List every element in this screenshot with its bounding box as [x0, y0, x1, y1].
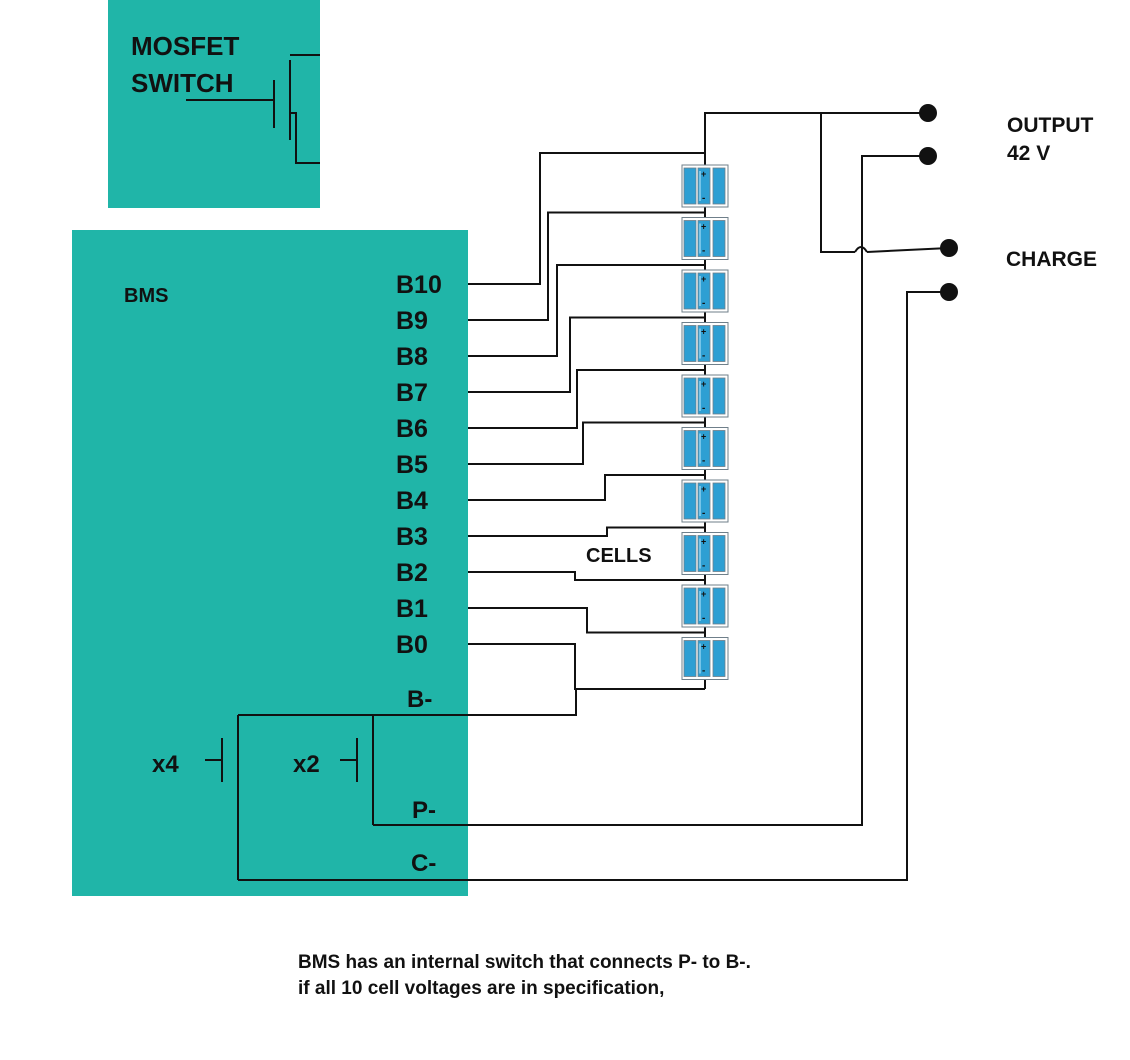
cell-minus-mark: -	[702, 666, 705, 677]
cells-label: CELLS	[586, 545, 652, 567]
balance-wire-b7	[468, 316, 705, 393]
fet-group-left-label: x4	[152, 751, 179, 778]
mosfet-title-line2: SWITCH	[131, 68, 234, 98]
cell-plus-mark: +	[701, 642, 706, 652]
fet-group-right-label: x2	[293, 751, 320, 778]
cell-minus-mark: -	[702, 193, 705, 204]
cell-plus-mark: +	[701, 327, 706, 337]
cell-minus-mark: -	[702, 456, 705, 467]
balance-wire-b4	[468, 474, 705, 501]
mosfet-symbol	[186, 54, 320, 164]
explanation-note: BMS has an internal switch that connects…	[298, 950, 918, 1002]
charge-label: CHARGE	[1006, 248, 1097, 271]
bms-title: BMS	[124, 285, 168, 307]
p-minus-label: P-	[412, 797, 436, 824]
pack-positive-wire	[704, 112, 928, 165]
output-negative-terminal[interactable]	[919, 147, 937, 165]
battery-cell-9: +-	[681, 584, 729, 628]
c-minus-charge-wire	[238, 291, 949, 881]
output-positive-terminal[interactable]	[919, 104, 937, 122]
wiring	[238, 112, 950, 881]
battery-cell-6: +-	[681, 427, 729, 470]
cell-plus-mark: +	[701, 589, 706, 599]
battery-cell-2: +-	[681, 217, 729, 260]
charge-positive-wire-a	[820, 113, 855, 253]
output-label-line2: 42 V	[1007, 142, 1050, 165]
battery-cell-7: +-	[681, 479, 729, 523]
balance-wire-b1	[468, 607, 705, 634]
cell-plus-mark: +	[701, 484, 706, 494]
mosfet-switch-box: MOSFET SWITCH	[108, 0, 320, 208]
terminals: OUTPUT 42 V CHARGE	[919, 104, 1097, 301]
bms-pin-label-b4: B4	[396, 487, 428, 515]
balance-wire-b10	[468, 152, 705, 285]
balance-wire-b8	[468, 264, 705, 357]
bms-pin-label-b2: B2	[396, 559, 428, 587]
bms-pin-label-b6: B6	[396, 415, 428, 443]
cell-minus-mark: -	[702, 298, 705, 309]
bms-pin-label-b10: B10	[396, 271, 442, 299]
cell-minus-mark: -	[702, 351, 705, 362]
bms-pin-label-b0: B0	[396, 631, 428, 659]
cell-minus-mark: -	[702, 613, 705, 624]
battery-cell-8: +-	[681, 532, 729, 575]
battery-cell-4: +-	[681, 322, 729, 365]
battery-cell-1: +-	[681, 164, 729, 208]
mosfet-box-background	[108, 0, 320, 208]
p-minus-output-wire	[373, 155, 928, 826]
cell-plus-mark: +	[701, 432, 706, 442]
bms-pin-label-b8: B8	[396, 343, 428, 371]
charge-positive-wire-b	[866, 247, 950, 253]
balance-wire-b5	[468, 421, 705, 465]
cell-minus-mark: -	[702, 508, 705, 519]
c-minus-label: C-	[411, 850, 436, 877]
battery-cell-5: +-	[681, 374, 729, 418]
cell-plus-mark: +	[701, 169, 706, 179]
battery-cell-10: +-	[681, 637, 729, 680]
balance-wire-b9	[468, 211, 705, 321]
cell-plus-mark: +	[701, 537, 706, 547]
note-line-1: BMS has an internal switch that connects…	[298, 952, 751, 973]
cell-plus-mark: +	[701, 274, 706, 284]
cell-plus-mark: +	[701, 222, 706, 232]
cell-plus-mark: +	[701, 379, 706, 389]
cell-stack: +-+-+-+-+-+-+-+-+-+-	[681, 164, 729, 680]
cell-minus-mark: -	[702, 246, 705, 257]
balance-wire-b2	[468, 571, 705, 581]
bms-pin-label-b9: B9	[396, 307, 428, 335]
output-label-line1: OUTPUT	[1007, 114, 1094, 137]
cell-minus-mark: -	[702, 403, 705, 414]
bms-fet-x4	[205, 715, 239, 880]
cell-minus-mark: -	[702, 561, 705, 572]
b-minus-label: B-	[407, 686, 432, 713]
bms-fet-x2	[340, 715, 374, 825]
bms-board-background	[72, 230, 468, 896]
b-minus-bus	[238, 688, 705, 716]
bms-pin-label-b1: B1	[396, 595, 428, 623]
note-line-2: if all 10 cell voltages are in specifica…	[298, 978, 665, 999]
balance-wire-b0	[468, 643, 705, 690]
balance-wire-b6	[468, 369, 705, 429]
balance-wire-b3	[468, 526, 705, 537]
bms-pin-label-b5: B5	[396, 451, 428, 479]
charge-positive-terminal[interactable]	[940, 239, 958, 257]
mosfet-title-line1: MOSFET	[131, 31, 239, 61]
charge-negative-terminal[interactable]	[940, 283, 958, 301]
bms-pin-label-b3: B3	[396, 523, 428, 551]
battery-cell-3: +-	[681, 269, 729, 313]
bms-pin-label-b7: B7	[396, 379, 428, 407]
